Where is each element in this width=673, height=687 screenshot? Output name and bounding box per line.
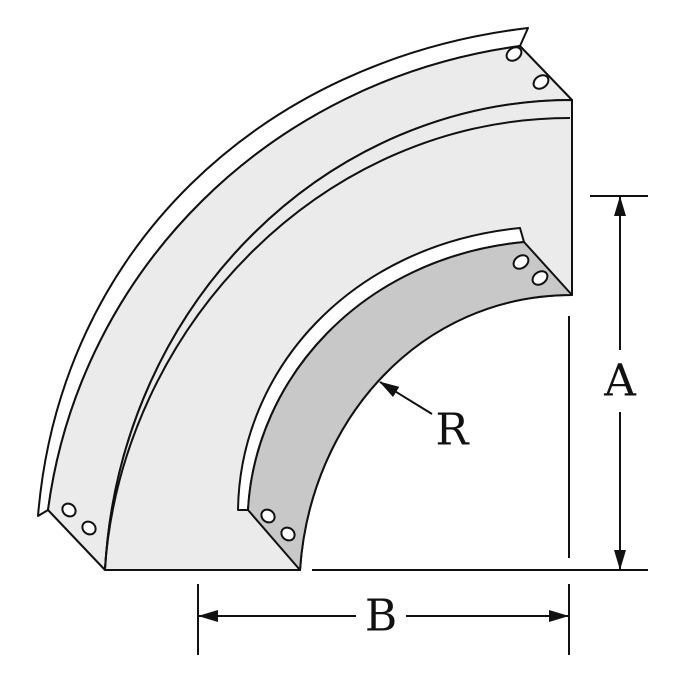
extension-lines bbox=[197, 195, 648, 655]
radius-leader-arrow bbox=[379, 381, 433, 415]
tray-seam bbox=[104, 117, 571, 569]
radius-label: R bbox=[435, 405, 470, 456]
hole-left-2 bbox=[81, 520, 97, 536]
hole-inner-bottom-1 bbox=[260, 508, 276, 524]
mounting-holes bbox=[61, 46, 550, 542]
hole-inner-top-1 bbox=[512, 254, 530, 270]
dimension-a-label: A bbox=[603, 356, 637, 407]
hole-inner-top-2 bbox=[531, 270, 549, 286]
hole-left-1 bbox=[61, 502, 77, 518]
dimension-b-label: B bbox=[365, 591, 397, 642]
hole-top-1 bbox=[505, 46, 523, 62]
hole-inner-bottom-2 bbox=[280, 526, 296, 542]
hole-top-2 bbox=[532, 74, 550, 90]
